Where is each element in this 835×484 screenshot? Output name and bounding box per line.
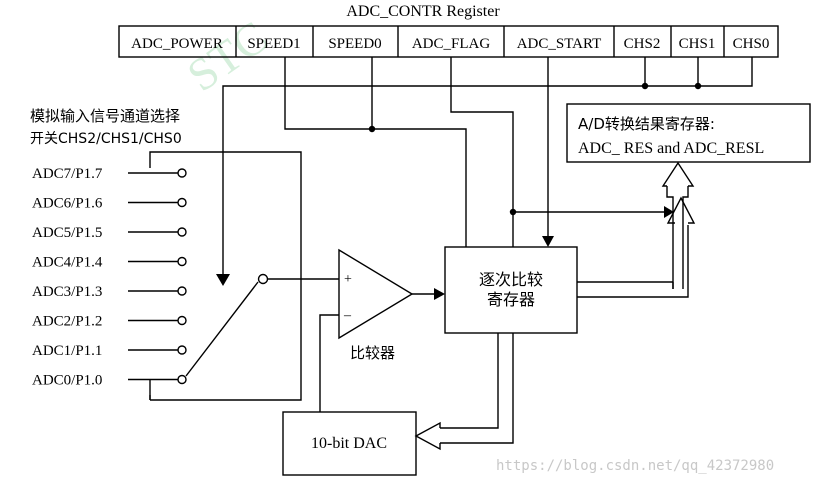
channel-contact <box>177 197 187 208</box>
channel-contact <box>177 227 187 237</box>
channel-contact <box>177 256 187 267</box>
channel-selector-label-line1: 模拟输入信号通道选择 <box>30 107 180 125</box>
channel-contact <box>177 286 187 296</box>
comparator: + – 比较器 <box>338 248 445 362</box>
url-watermark: https://blog.csdn.net/qq_42372980 <box>496 458 774 474</box>
channel-contact <box>177 345 187 355</box>
channel-label: ADC6/P1.6 <box>32 196 103 212</box>
sar-register-box: 逐次比较 寄存器 <box>444 246 578 334</box>
sar-label-line1: 逐次比较 <box>479 270 543 289</box>
bit-adc-start: ADC_START <box>517 36 602 52</box>
bit-chs1: CHS1 <box>679 36 716 52</box>
channel-row: ADC0/P1.0 <box>32 373 187 389</box>
channel-contact <box>177 168 187 178</box>
adc-flag-line <box>450 57 514 247</box>
chs-select-bus <box>216 57 753 286</box>
channel-label: ADC4/P1.4 <box>32 255 103 271</box>
bit-chs0: CHS0 <box>733 36 770 52</box>
channel-row: ADC1/P1.1 <box>32 343 187 359</box>
result-register-box: A/D转换结果寄存器: ADC_ RES and ADC_RESL <box>566 103 811 163</box>
dac-label: 10-bit DAC <box>311 435 387 452</box>
channel-selector-label-line2: 开关CHS2/CHS1/CHS0 <box>30 131 182 147</box>
channel-row: ADC4/P1.4 <box>32 255 187 271</box>
channel-row: ADC6/P1.6 <box>32 196 187 212</box>
channel-label: ADC7/P1.7 <box>32 166 103 182</box>
channel-inputs: ADC7/P1.7ADC6/P1.6ADC5/P1.5ADC4/P1.4ADC3… <box>32 166 187 389</box>
bit-adc-power: ADC_POWER <box>131 36 223 52</box>
channel-row: ADC5/P1.5 <box>32 225 187 241</box>
comparator-minus: – <box>343 308 352 323</box>
channel-row: ADC7/P1.7 <box>32 166 187 182</box>
channel-switch <box>149 151 302 401</box>
bit-chs2: CHS2 <box>624 36 661 52</box>
result-register-line2: ADC_ RES and ADC_RESL <box>578 140 764 157</box>
comparator-label: 比较器 <box>350 344 395 362</box>
result-bus-arrows <box>577 161 696 298</box>
bit-speed0: SPEED0 <box>328 36 381 52</box>
bit-adc-flag: ADC_FLAG <box>412 36 491 52</box>
switch-arm <box>185 273 339 377</box>
dac-box: 10-bit DAC <box>282 411 417 476</box>
channel-contact <box>177 374 187 385</box>
channel-label: ADC5/P1.5 <box>32 225 102 241</box>
adc-contr-register: ADC_POWER SPEED1 SPEED0 ADC_FLAG ADC_STA… <box>118 25 779 58</box>
comparator-plus: + <box>344 272 352 287</box>
speed-control-lines <box>284 57 467 247</box>
stc-watermark: STC <box>178 11 276 101</box>
channel-label: ADC0/P1.0 <box>32 373 102 389</box>
result-register-line1: A/D转换结果寄存器: <box>578 115 715 133</box>
bit-speed1: SPEED1 <box>247 36 300 52</box>
channel-label: ADC2/P1.2 <box>32 314 102 330</box>
channel-row: ADC3/P1.3 <box>32 284 187 300</box>
sar-to-dac-arrow <box>414 333 514 451</box>
channel-row: ADC2/P1.2 <box>32 314 187 330</box>
register-title: ADC_CONTR Register <box>346 3 500 20</box>
channel-contact <box>177 315 187 326</box>
sar-label-line2: 寄存器 <box>487 290 535 309</box>
dac-feedback-line <box>319 314 339 412</box>
channel-label: ADC1/P1.1 <box>32 343 102 359</box>
channel-label: ADC3/P1.3 <box>32 284 102 300</box>
